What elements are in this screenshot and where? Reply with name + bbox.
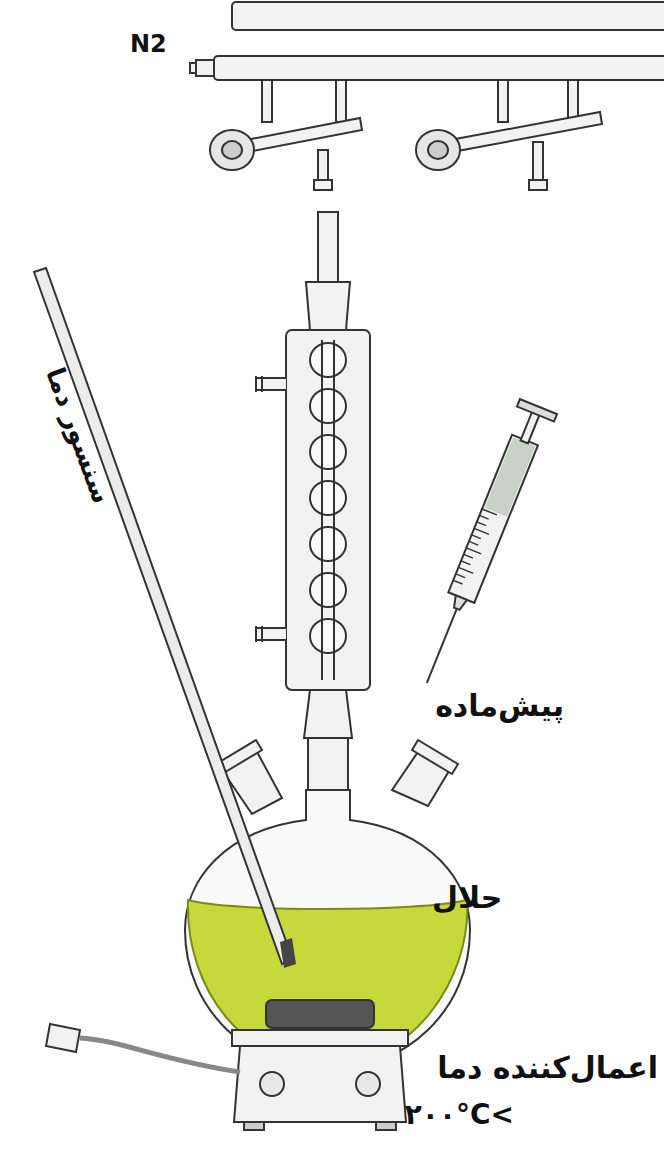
three-neck-flask (185, 790, 470, 1070)
condenser (286, 330, 370, 690)
heater-label: اعمال‌کننده دما (437, 1050, 658, 1086)
gas-inlet (190, 60, 214, 76)
solvent-label: حلال (432, 880, 502, 916)
upper-manifold (232, 2, 664, 30)
precursor-label: پیش‌ماده (435, 688, 564, 724)
temperature-label: ۲۰۰°C< (405, 1098, 514, 1132)
syringe (408, 399, 557, 690)
stopcock-knob (210, 130, 254, 170)
hot-plate (46, 1000, 408, 1130)
lower-manifold (214, 56, 664, 80)
gas-label: N2 (130, 30, 167, 59)
solvent-liquid (188, 900, 467, 1066)
adapter (318, 212, 338, 282)
stopcock-knob (416, 130, 460, 170)
temperature-sensor (34, 268, 296, 968)
